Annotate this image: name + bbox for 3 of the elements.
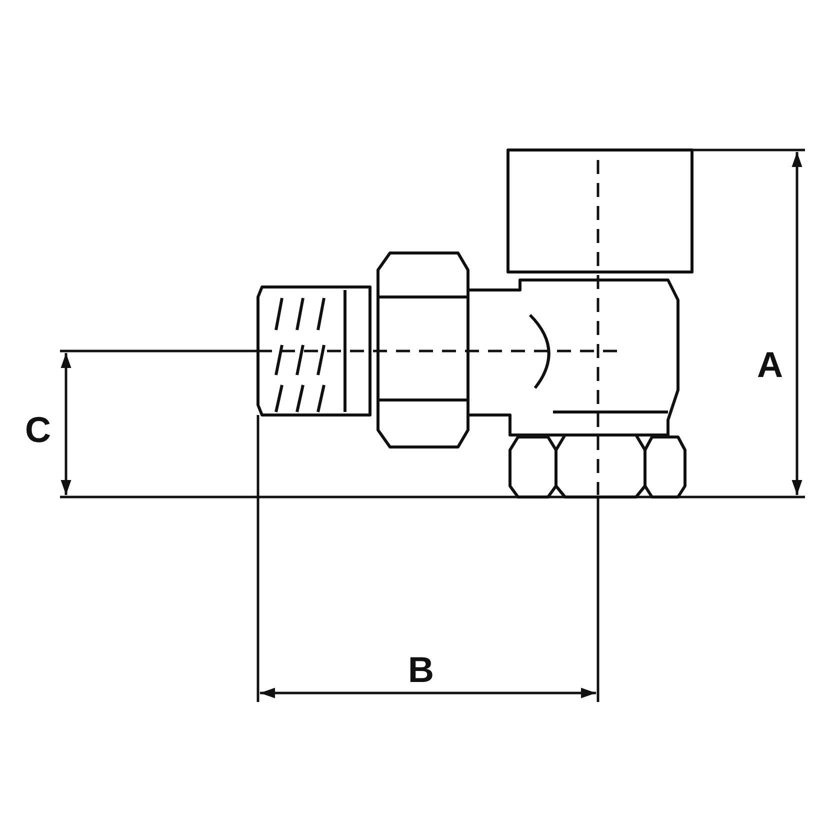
dimension-label: C (25, 412, 51, 448)
dimension-label: B (408, 652, 434, 688)
dimension-label: A (757, 347, 783, 383)
